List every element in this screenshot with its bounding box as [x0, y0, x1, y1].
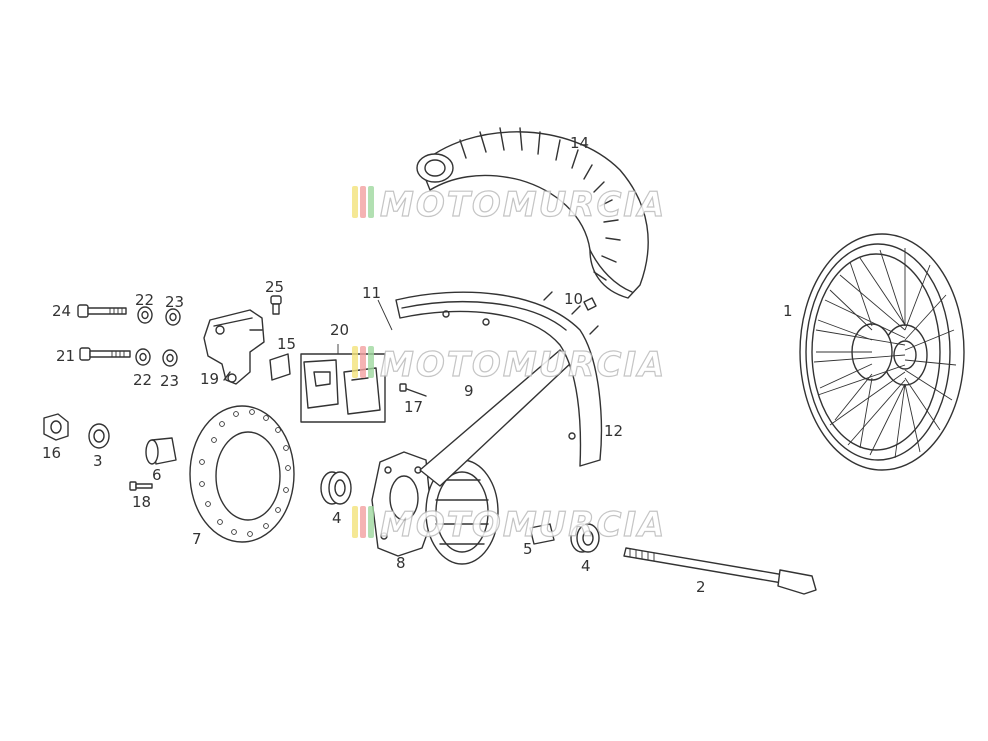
watermark-text: MOTOMURCIA: [380, 345, 666, 385]
label-part-18: 18: [132, 493, 151, 511]
part-2-axle: [623, 547, 817, 595]
part-12-bracket: [543, 291, 599, 335]
part-6-bushing: [145, 437, 177, 465]
part-4-bearing-right: [570, 523, 600, 553]
label-part-8: 8: [396, 554, 406, 572]
part-23-nut-top: [165, 308, 181, 326]
label-part-24: 24: [52, 302, 71, 320]
label-part-4-right: 4: [581, 557, 591, 575]
watermark-text: MOTOMURCIA: [380, 185, 666, 225]
part-22-washer-top: [137, 306, 153, 324]
part-labels: 1 2 3 4 4 5 6 7 8 9 10 11 12 14 15 16 17…: [42, 134, 793, 596]
label-part-7: 7: [192, 530, 202, 548]
part-20-brake-pads: [300, 353, 386, 423]
part-22-washer-bottom: [135, 348, 151, 366]
part-5-spacer: [529, 523, 555, 545]
part-17-screw: [399, 383, 427, 397]
label-part-3: 3: [93, 452, 103, 470]
label-part-9: 9: [464, 382, 474, 400]
label-part-12: 12: [604, 422, 623, 440]
label-part-2: 2: [696, 578, 706, 596]
part-18-screw: [129, 481, 153, 491]
label-part-10: 10: [564, 290, 583, 308]
watermark-bottom: MOTOMURCIA: [352, 504, 666, 546]
label-part-25: 25: [265, 278, 284, 296]
part-23-nut-bottom: [162, 349, 178, 367]
part-25-screw: [270, 295, 282, 315]
label-part-4-left: 4: [332, 509, 342, 527]
part-14-tyre: [416, 127, 649, 299]
leader-lines: [337, 299, 393, 354]
label-part-22-top: 22: [135, 291, 154, 309]
part-16-nut: [43, 413, 69, 441]
label-part-5: 5: [523, 540, 533, 558]
label-part-15: 15: [277, 335, 296, 353]
part-15-spring: [269, 353, 291, 381]
label-part-22-bottom: 22: [133, 371, 152, 389]
label-part-17: 17: [404, 398, 423, 416]
part-21-bolt: [79, 347, 131, 361]
label-part-20: 20: [330, 321, 349, 339]
label-part-23-bottom: 23: [160, 372, 179, 390]
part-7-brake-disc: [189, 405, 295, 543]
label-part-23-top: 23: [165, 293, 184, 311]
part-11-mudguard: [395, 291, 603, 467]
watermark-text: MOTOMURCIA: [380, 505, 666, 545]
label-part-14: 14: [570, 134, 589, 152]
part-10-clip: [583, 297, 597, 311]
label-part-6: 6: [152, 466, 162, 484]
watermark-middle: MOTOMURCIA: [352, 344, 666, 386]
part-19-caliper: [203, 309, 265, 385]
part-24-bolt: [77, 304, 127, 318]
watermark-top: MOTOMURCIA: [352, 184, 666, 226]
label-part-21: 21: [56, 347, 75, 365]
label-part-16: 16: [42, 444, 61, 462]
part-4-bearing-left: [320, 471, 352, 505]
part-9-hub: [419, 349, 573, 565]
label-part-19: 19: [200, 370, 219, 388]
label-part-11: 11: [362, 284, 381, 302]
label-part-1: 1: [783, 302, 793, 320]
part-1-wheel: [799, 233, 965, 471]
part-3-spacer: [88, 423, 110, 449]
